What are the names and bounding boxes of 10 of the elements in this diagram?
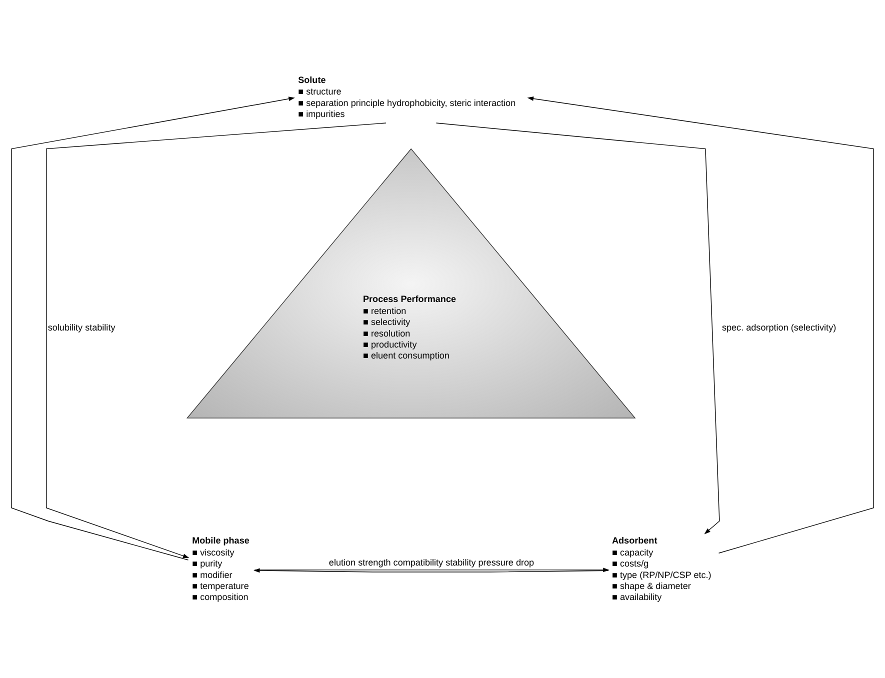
edge-label: spec. adsorption (selectivity)	[722, 322, 836, 332]
node-text: Mobile phase ■ viscosity ■ purity ■ modifier ■ temperature ■ composition	[192, 535, 250, 602]
node-text: Adsorbent ■ capacity ■ costs/g ■ type (RP/NP/CSP etc.) ■ shape & diameter ■ availability	[612, 535, 712, 602]
edge-label: solubility stability	[48, 322, 116, 332]
arrow	[11, 96, 295, 560]
node-text: Solute ■ structure ■ separation principle hydrophobicity, steric interaction ■ impurities	[298, 74, 516, 119]
edge-label: elution strength compatibility stability pressure drop	[328, 556, 534, 567]
arrow	[46, 122, 386, 558]
arrow	[436, 122, 720, 534]
arrow	[527, 96, 874, 553]
